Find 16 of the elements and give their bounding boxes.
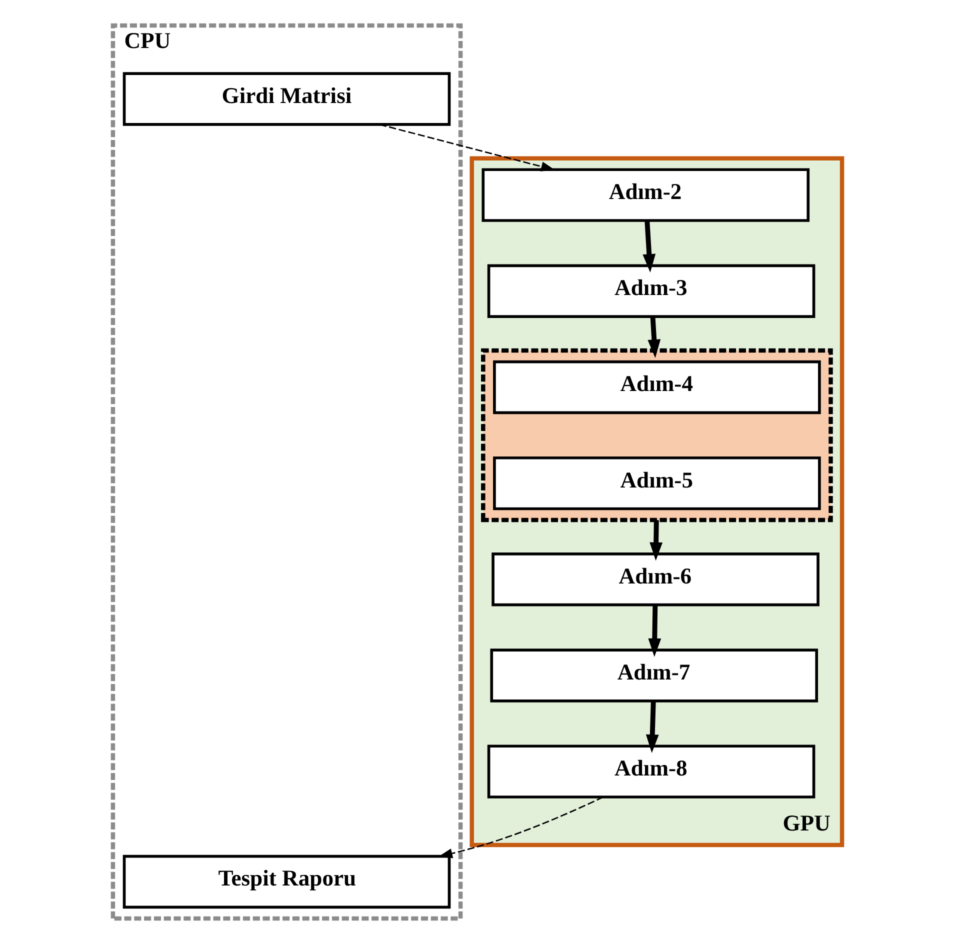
arrow bbox=[645, 701, 658, 753]
arrow bbox=[378, 124, 555, 172]
arrow bbox=[649, 520, 662, 561]
node-box: Adım-5 bbox=[492, 456, 820, 510]
node-box: Tespit Raporu bbox=[122, 854, 450, 909]
node-box: Adım-6 bbox=[491, 552, 819, 606]
arrow bbox=[648, 605, 661, 657]
node-box: Girdi Matrisi bbox=[122, 72, 450, 126]
node-box: Adım-7 bbox=[490, 648, 818, 702]
node-box: Adım-2 bbox=[481, 168, 810, 222]
node-box: Adım-3 bbox=[486, 264, 815, 318]
cluster bbox=[480, 348, 832, 522]
node-box: Adım-8 bbox=[486, 744, 815, 798]
node-box: Adım-4 bbox=[492, 360, 820, 414]
arrow bbox=[642, 220, 656, 273]
arrow bbox=[647, 316, 660, 358]
